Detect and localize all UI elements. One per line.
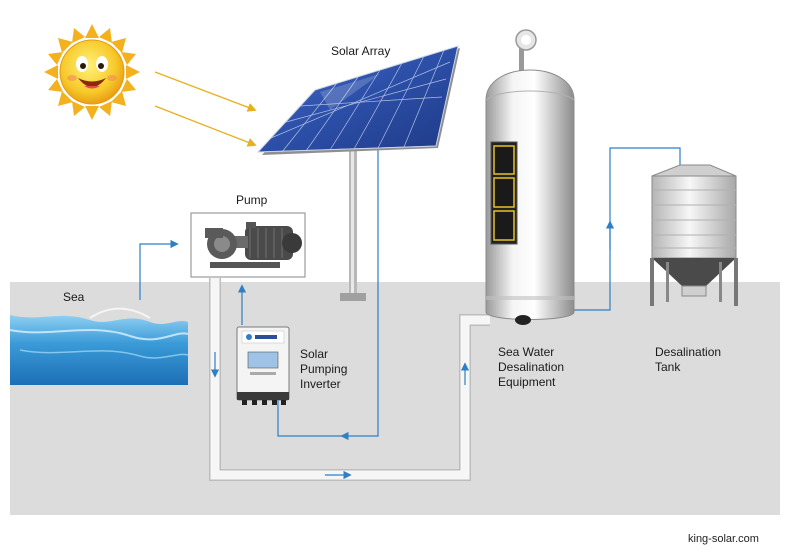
tank-icon <box>650 164 738 306</box>
label-solar-array: Solar Array <box>331 44 391 58</box>
label-line: Desalination <box>655 345 722 359</box>
label-desalination-equipment: Sea Water Desalination Equipment <box>498 345 564 390</box>
desalination-equipment-icon <box>485 29 575 325</box>
sun-icon <box>44 24 140 120</box>
label-sea: Sea <box>63 290 85 304</box>
inverter-icon <box>236 326 290 405</box>
label-line: Sea Water <box>498 345 555 359</box>
label-line: Desalination <box>498 360 565 374</box>
label-line: Solar <box>300 347 329 361</box>
sun-rays <box>154 71 257 147</box>
footer-website: king-solar.com <box>688 533 759 545</box>
sea-icon <box>9 307 189 385</box>
solar-panel-icon <box>256 45 460 301</box>
label-line: Tank <box>655 360 681 374</box>
label-desalination-tank: Desalination Tank <box>655 345 721 375</box>
label-pump: Pump <box>236 193 268 207</box>
pump-icon <box>190 212 306 278</box>
label-line: Pumping <box>300 362 348 376</box>
flow-lines <box>139 147 681 480</box>
label-line: Inverter <box>300 377 341 391</box>
label-line: Equipment <box>498 375 556 389</box>
label-solar-pumping-inverter: Solar Pumping Inverter <box>300 347 347 392</box>
